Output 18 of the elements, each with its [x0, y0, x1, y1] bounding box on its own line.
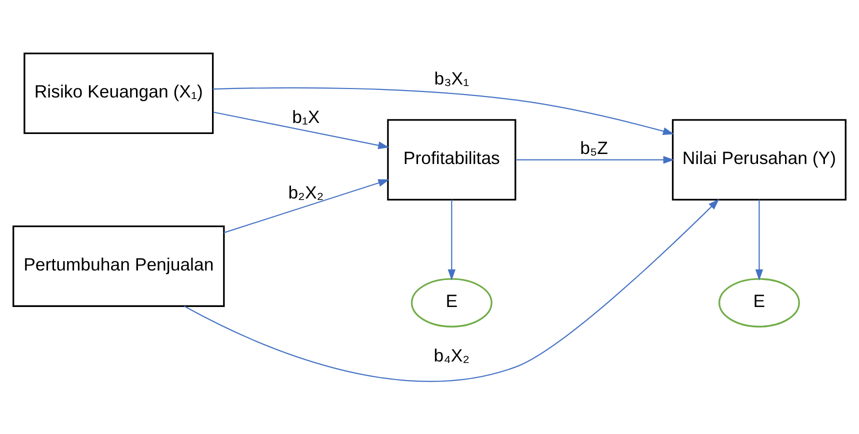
edge-label: b₁X: [292, 106, 320, 127]
arrow: [224, 178, 390, 233]
edge-label: b₃X₁: [434, 68, 470, 88]
node-box: Pertumbuhan Penjualan: [12, 224, 225, 306]
arrow: [184, 198, 720, 382]
node-box: Profitabilitas: [387, 118, 516, 200]
arrow: [755, 199, 764, 280]
arrow: [516, 155, 674, 164]
edge-label: b₄X₂: [434, 344, 470, 365]
arrow: [448, 199, 456, 280]
edge-label: b₅Z: [580, 138, 608, 158]
node-ellipse: E: [718, 278, 800, 327]
node-ellipse: E: [410, 278, 492, 327]
edge-label: b₂X₂: [288, 182, 324, 202]
arrow: [213, 111, 390, 149]
node-box: Nilai Perusahan (Y): [672, 118, 846, 200]
arrow: [212, 86, 674, 134]
node-box: Risiko Keuangan (X₁): [24, 52, 214, 134]
